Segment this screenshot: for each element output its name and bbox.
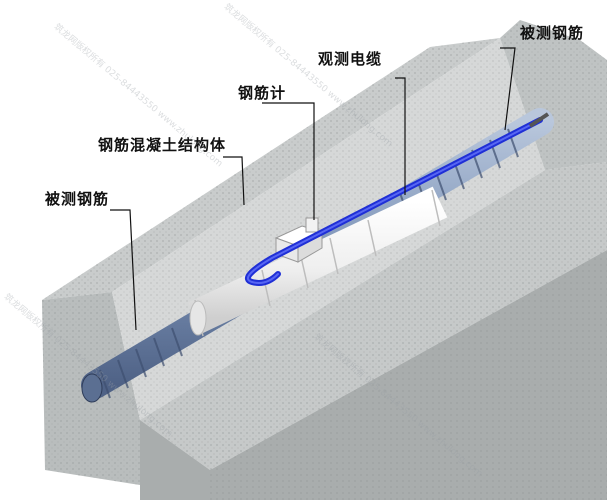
label-rebar-gauge: 钢筋计 bbox=[238, 84, 287, 102]
label-concrete-structure: 钢筋混凝土结构体 bbox=[98, 136, 227, 154]
cable-exit-stub bbox=[528, 112, 550, 128]
label-observation-cable: 观测电缆 bbox=[318, 50, 383, 68]
label-measured-rebar-right: 被测钢筋 bbox=[520, 24, 585, 42]
concrete-front-right bbox=[140, 420, 210, 500]
leader-lines bbox=[110, 47, 516, 331]
label-measured-rebar-left: 被测钢筋 bbox=[45, 190, 110, 208]
